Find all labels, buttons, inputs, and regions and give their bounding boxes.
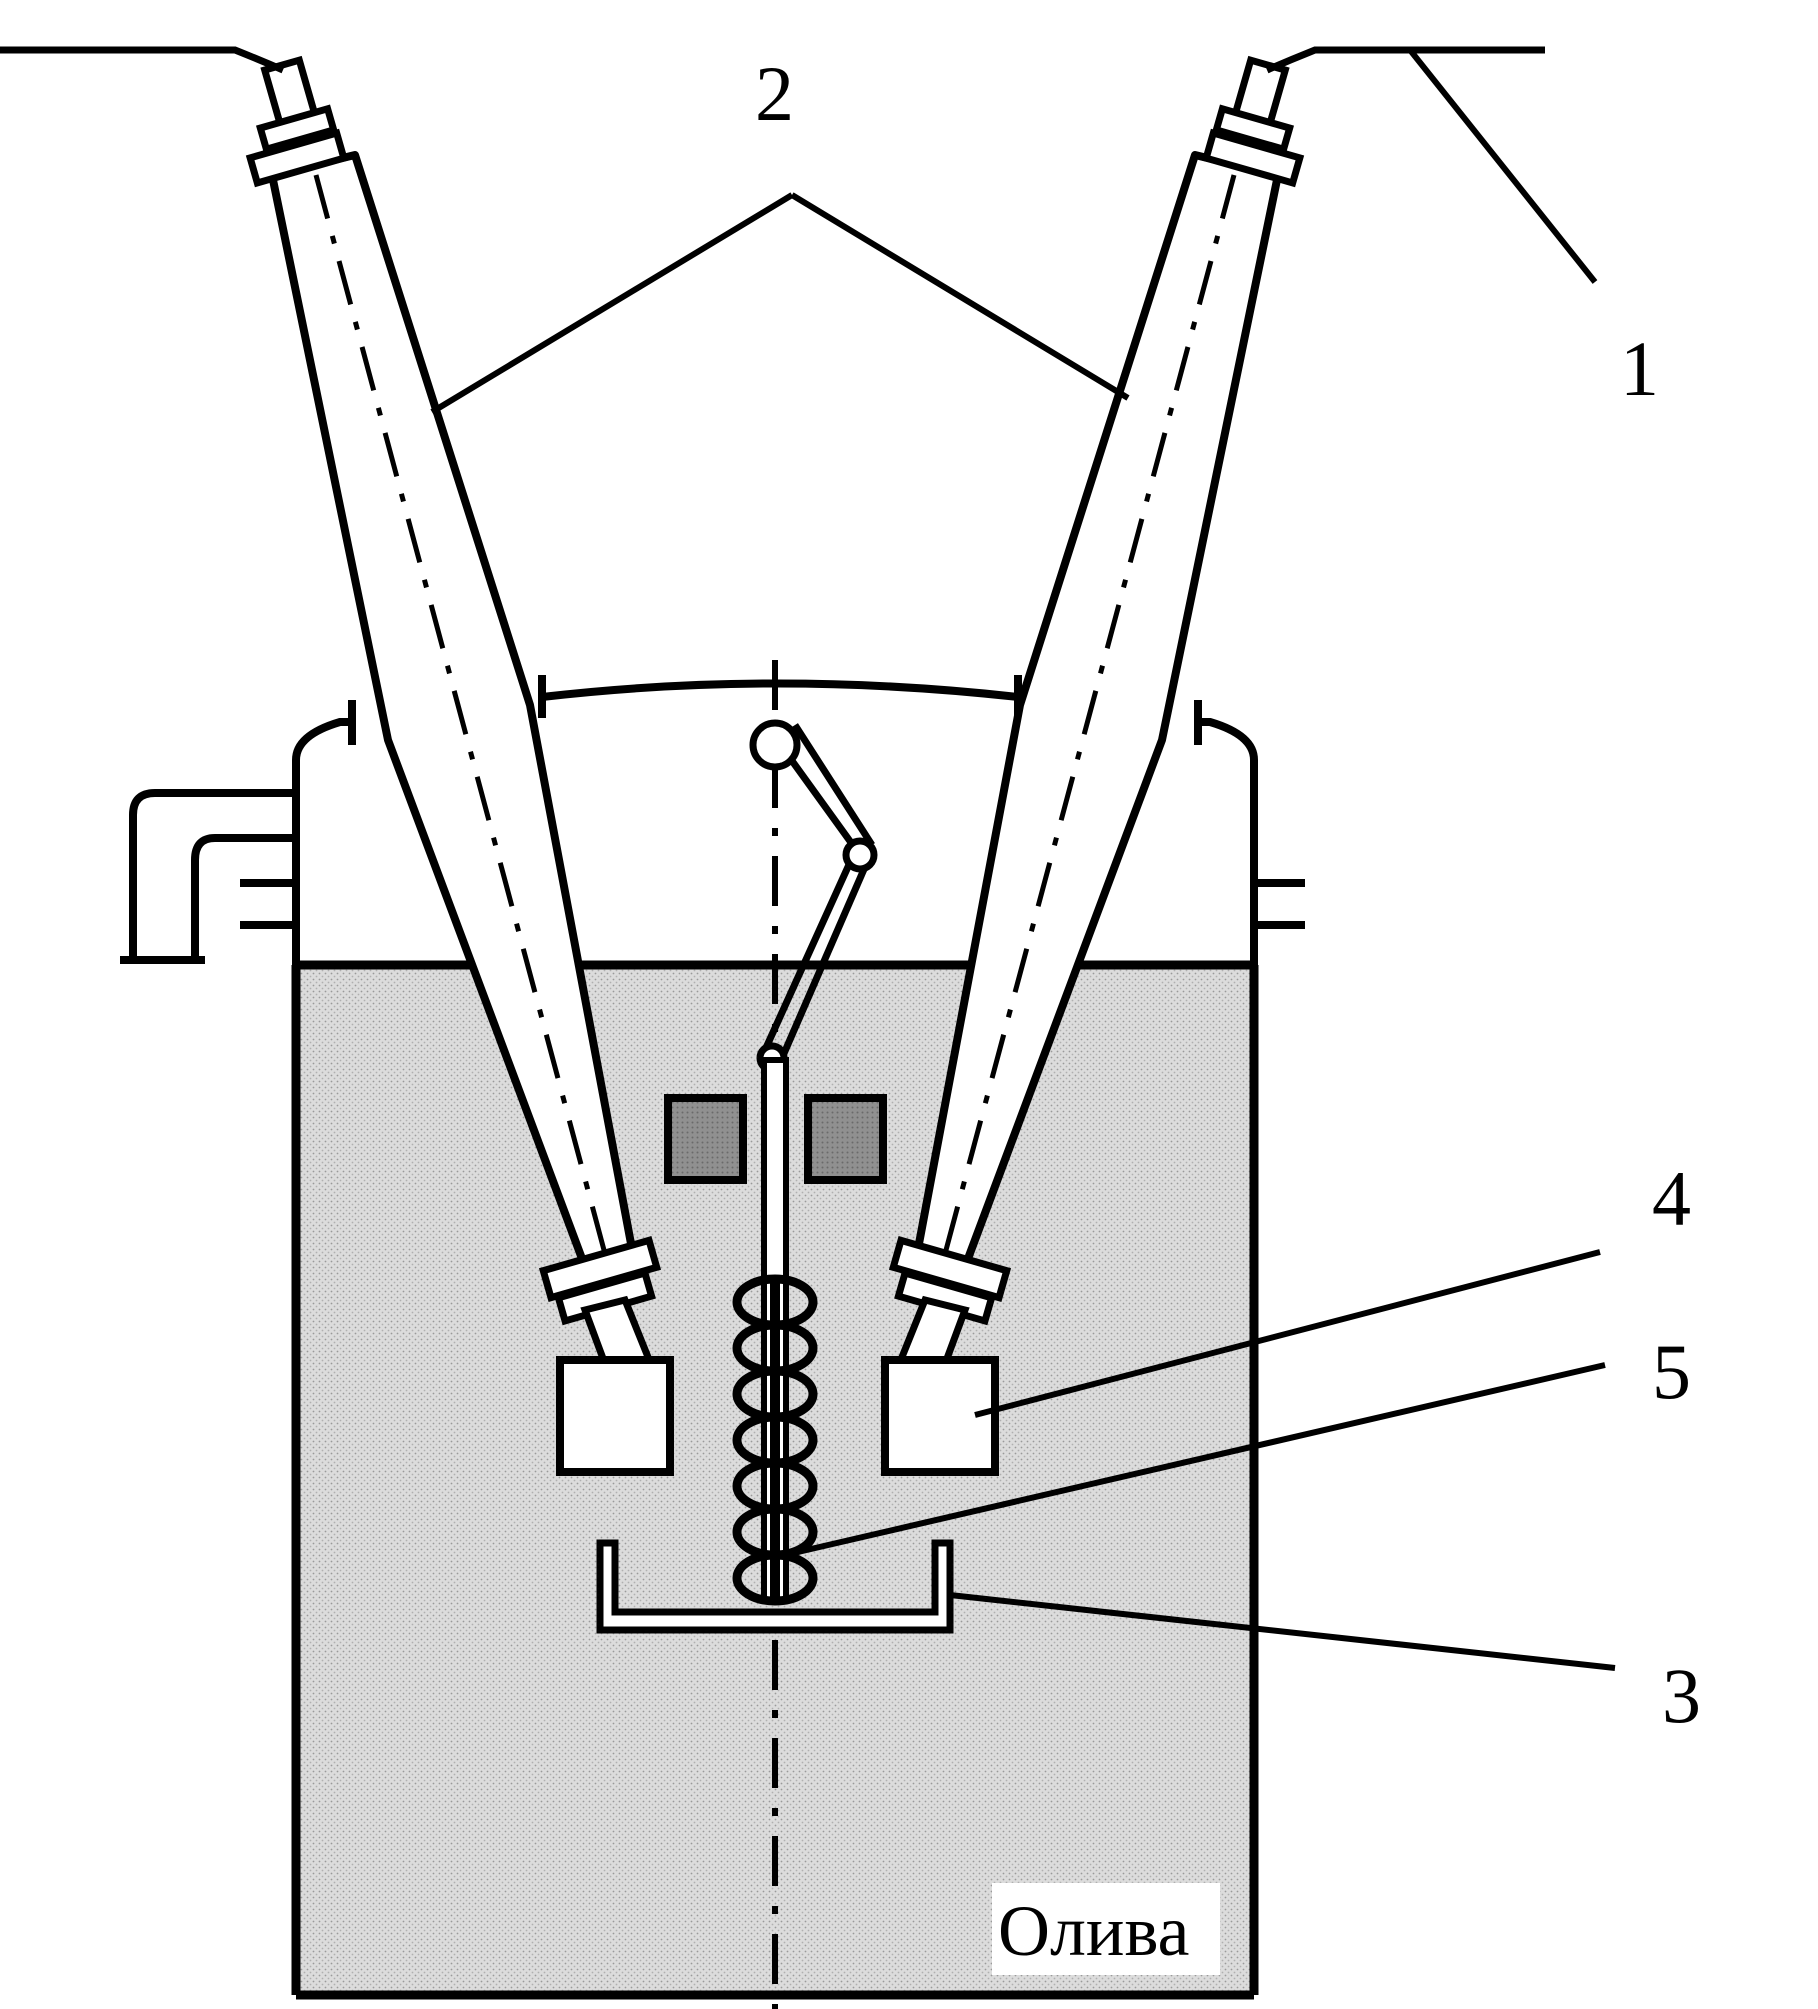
fixed-contact-left <box>556 1356 674 1476</box>
oil-label-bg <box>992 1883 1220 1975</box>
flange-right <box>1254 879 1305 929</box>
label-3: 3 <box>1662 1652 1701 1739</box>
label-5: 5 <box>1652 1328 1691 1415</box>
vent-pipe <box>120 789 296 964</box>
label-2: 2 <box>755 50 794 137</box>
guide-block-left <box>664 1094 747 1184</box>
leader-lines <box>430 48 1616 1671</box>
contact-traverse <box>596 1539 954 1634</box>
right-bushing <box>888 55 1305 1377</box>
oil-label: Олива <box>998 1891 1189 1971</box>
left-bushing <box>245 55 662 1377</box>
conductors <box>0 46 1545 74</box>
guide-block-right <box>804 1094 887 1184</box>
label-1: 1 <box>1620 325 1659 412</box>
label-4: 4 <box>1652 1155 1691 1242</box>
